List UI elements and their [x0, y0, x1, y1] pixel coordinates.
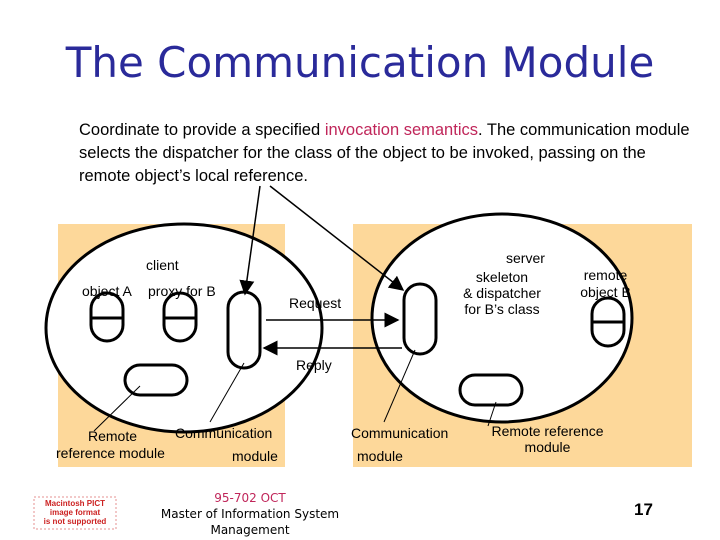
server-remote-ref-module	[458, 373, 524, 407]
client-ref-line-2: reference module	[56, 445, 165, 461]
leader-server-ref	[487, 401, 497, 427]
description-part-2: . The communication module selects the d…	[79, 121, 690, 185]
page-number: 17	[634, 500, 653, 519]
slide-title: The Communication Module	[65, 38, 655, 87]
pict-line-2: image format	[49, 508, 101, 517]
leader-server-comm	[383, 349, 416, 423]
remote-object-line-1: remote	[583, 267, 628, 283]
client-comm-module	[226, 290, 262, 370]
server-ref-label: Remote reference module	[480, 423, 615, 455]
pict-line-1: Macintosh PICT	[44, 499, 105, 508]
skeleton-line-2: & dispatcher	[463, 285, 541, 301]
server-comm-line-2: module	[357, 448, 403, 464]
callout-line-client	[239, 185, 261, 296]
client-comm-line-2: module	[232, 448, 278, 464]
proxy-b-label: proxy for B	[148, 283, 216, 299]
server-ref-line-2: module	[524, 439, 571, 455]
reply-label: Reply	[296, 357, 332, 373]
server-ref-line-1: Remote reference	[491, 423, 604, 439]
object-a-label: object A	[82, 283, 132, 299]
request-label: Request	[289, 295, 342, 311]
footer-program-line-1: Master of Information System	[160, 507, 340, 521]
footer-text: 95-702 OCT Master of Information System …	[150, 490, 350, 538]
skeleton-line-3: for B’s class	[464, 301, 540, 317]
leader-client-ref	[93, 385, 141, 432]
footer-program-line-2: Management	[210, 523, 290, 537]
callout-line-server	[269, 185, 405, 291]
leader-client-comm	[209, 362, 245, 423]
client-remote-ref-module	[123, 363, 189, 397]
server-process-ellipse	[370, 212, 634, 424]
pict-placeholder-frame	[33, 496, 117, 530]
client-label: client	[146, 257, 179, 273]
pict-placeholder-text: Macintosh PICT image format is not suppo…	[34, 499, 116, 526]
remote-object-line-2: object B	[580, 284, 631, 300]
client-comm-line-1: Communication	[175, 425, 273, 441]
skeleton-dispatcher-label: skeleton & dispatcher for B’s class	[452, 269, 552, 317]
footer-course: 95-702 OCT	[214, 491, 286, 505]
description-text: Coordinate to provide a specified invoca…	[79, 119, 699, 188]
server-label: server	[506, 250, 545, 266]
server-comm-line-1: Communication	[351, 425, 449, 441]
client-ref-line-1: Remote	[88, 428, 138, 444]
remote-object-b-label: remote object B	[568, 267, 643, 301]
pict-line-3: is not supported	[43, 517, 107, 526]
server-comm-module	[402, 282, 438, 356]
description-highlight: invocation semantics	[324, 121, 478, 139]
description-part-1: Coordinate to provide a specified	[79, 121, 325, 139]
skeleton-line-1: skeleton	[475, 269, 529, 285]
